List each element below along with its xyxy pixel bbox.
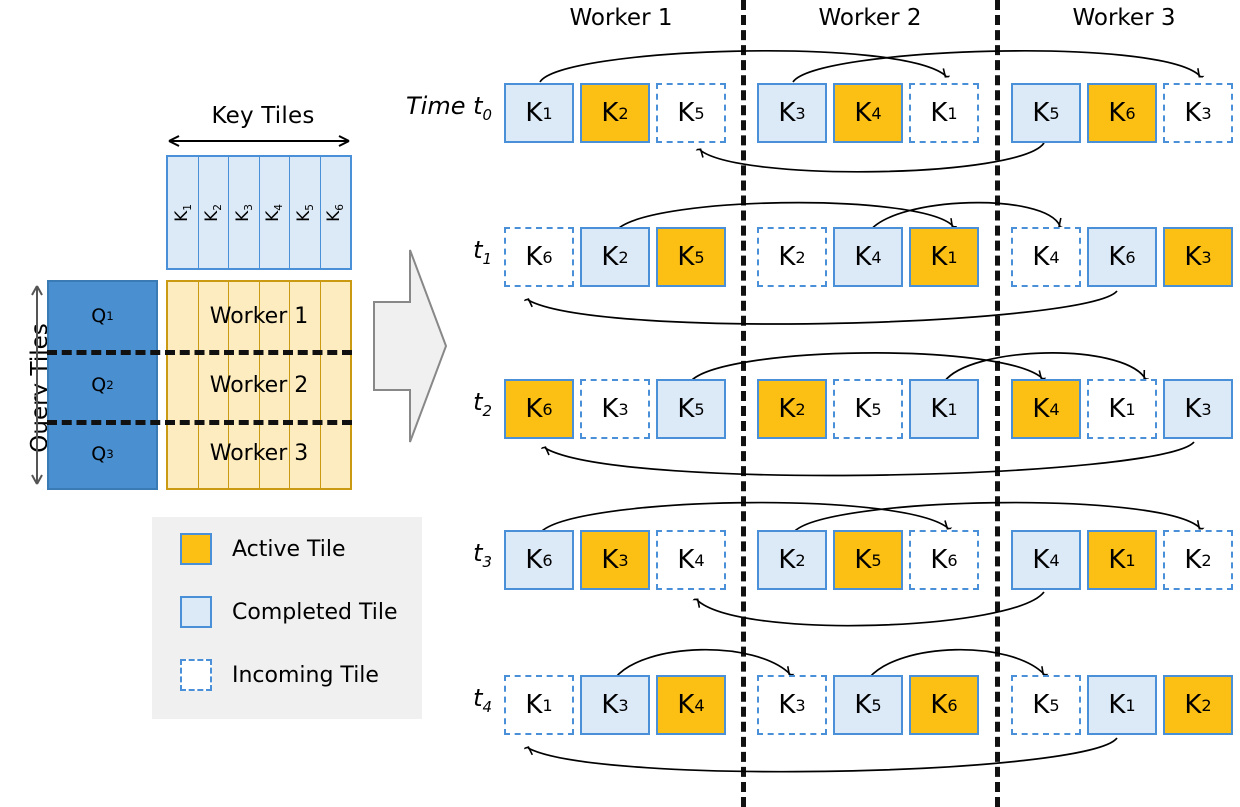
query-partition-divider — [47, 420, 352, 425]
worker-separator-2 — [995, 0, 1000, 807]
time-label-t1: t1 — [473, 236, 492, 268]
key-tile-label: K1 — [171, 203, 194, 222]
key-tile-cell: K4 — [260, 157, 290, 268]
legend-panel: Active Tile Completed Tile Incoming Tile — [152, 517, 422, 719]
worker-assignment-block: Worker 1 Worker 2 Worker 3 — [166, 280, 352, 490]
time-label-t3: t3 — [473, 539, 492, 571]
legend-label: Active Tile — [232, 536, 346, 562]
query-tiles-span-arrow — [31, 285, 43, 485]
worker-row-label: Worker 1 — [209, 303, 309, 329]
legend-item-completed: Completed Tile — [180, 596, 398, 628]
time-label-t0: Time t0 — [406, 92, 492, 124]
worker-row-labels: Worker 1 Worker 2 Worker 3 — [168, 282, 350, 488]
worker-row-label: Worker 3 — [209, 441, 309, 467]
key-tile-label: K5 — [293, 203, 316, 222]
worker-header-2: Worker 2 — [818, 5, 922, 31]
key-tile-cell: K3 — [229, 157, 260, 268]
legend-label: Completed Tile — [232, 599, 398, 625]
worker-header-1: Worker 1 — [569, 5, 673, 31]
key-tiles-span-arrow — [168, 135, 350, 147]
key-tiles-strip: K1 K2 K3 K4 K5 K6 — [166, 155, 352, 270]
time-label-t2: t2 — [473, 388, 492, 420]
legend-label: Incoming Tile — [232, 662, 379, 688]
key-tile-label: K4 — [263, 203, 286, 222]
key-tile-cell: K6 — [321, 157, 351, 268]
time-label-t4: t4 — [473, 684, 492, 716]
key-tile-label: K3 — [232, 203, 255, 222]
key-tile-label: K6 — [324, 203, 347, 222]
key-tile-cell: K1 — [168, 157, 199, 268]
legend-item-active: Active Tile — [180, 533, 346, 565]
key-tile-label: K2 — [202, 203, 225, 222]
key-tiles-label: Key Tiles — [211, 103, 315, 129]
query-partition-divider — [47, 350, 352, 355]
transition-block-arrow — [373, 249, 448, 443]
worker-row-label: Worker 2 — [209, 372, 309, 398]
active-tile-swatch — [180, 533, 212, 565]
legend-item-incoming: Incoming Tile — [180, 659, 379, 691]
key-tile-cell: K2 — [199, 157, 229, 268]
worker-column-guides — [168, 282, 350, 488]
incoming-tile-swatch — [180, 659, 212, 691]
completed-tile-swatch — [180, 596, 212, 628]
key-tile-cell: K5 — [290, 157, 321, 268]
worker-separator-1 — [741, 0, 746, 807]
worker-header-3: Worker 3 — [1072, 5, 1176, 31]
